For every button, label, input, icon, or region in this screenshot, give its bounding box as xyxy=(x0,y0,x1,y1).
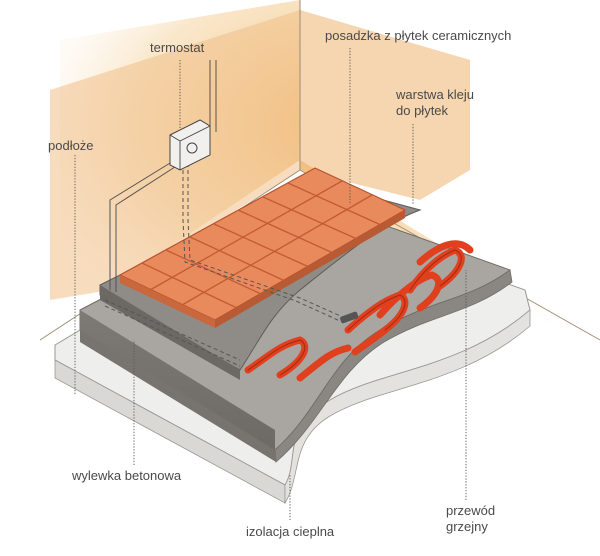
label-podloze: podłoże xyxy=(48,138,94,153)
label-przewod-line2: grzejny xyxy=(446,519,488,534)
cable-connector xyxy=(340,311,359,324)
thermostat-box-icon xyxy=(169,119,211,171)
label-warstwa-kleju-line2: do płytek xyxy=(396,103,449,118)
label-wylewka: wylewka betonowa xyxy=(72,468,182,483)
label-warstwa-kleju-line1: warstwa kleju xyxy=(396,87,475,102)
label-posadzka: posadzka z płytek ceramicznych xyxy=(325,28,512,43)
wiring xyxy=(109,60,217,292)
sensor-tube xyxy=(104,163,346,367)
label-przewod-line1: przewód xyxy=(446,503,496,518)
ceramic-tile-floor xyxy=(118,167,407,328)
label-izolacja: izolacja cieplna xyxy=(246,524,335,539)
label-termostat: termostat xyxy=(150,40,205,55)
label-leaders xyxy=(74,48,467,520)
